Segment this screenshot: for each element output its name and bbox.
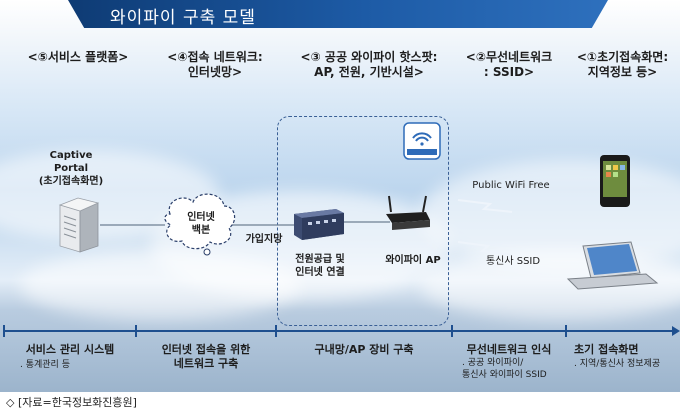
bottom-initial-screen-sub: . 지역/통신사 정보제공 — [574, 359, 661, 369]
laptop-icon — [566, 241, 659, 290]
bottom-initial-screen-title: 초기 접속화면 — [574, 343, 639, 356]
internet-backbone-label: 인터넷 백본 — [187, 212, 215, 236]
power-internet-label: 전원공급 및 인터넷 연결 — [295, 254, 345, 278]
wifi-ap-label: 와이파이 AP — [385, 255, 441, 266]
bottom-access-network-title: 인터넷 접속을 위한 네트워크 구축 — [161, 343, 251, 370]
bottom-service-management-sub: . 통계관리 등 — [20, 360, 70, 370]
bottom-premise-ap-title: 구내망/AP 장비 구축 — [314, 343, 414, 356]
diagram-title: 와이파이 구축 모델 — [110, 8, 256, 28]
internet-backbone-cloud-icon — [164, 193, 236, 256]
wireless-link-1 — [457, 199, 513, 213]
column-header-public-hotspot: <③ 공공 와이파이 핫스팟: AP, 전원, 기반시설> — [300, 50, 438, 79]
smartphone-icon — [600, 155, 630, 207]
column-header-wireless-ssid: <②무선네트워크 : SSID> — [465, 50, 553, 79]
column-header-service-platform: <⑤서비스 플랫폼> — [27, 50, 129, 64]
public-wifi-free-label: Public WiFi Free — [472, 180, 550, 191]
carrier-ssid-label: 통신사 SSID — [485, 256, 541, 267]
diagram-stage: 와이파이 구축 모델 <⑤서비스 플랫폼> <④접속 네트워크: 인터넷망> <… — [0, 0, 680, 392]
captive-portal-label: Captive Portal (초기접속화면) — [38, 150, 104, 187]
wifi-ap-icon — [386, 195, 430, 230]
hotspot-dashed-box — [277, 116, 449, 326]
column-header-access-network: <④접속 네트워크: 인터넷망> — [167, 50, 263, 79]
public-wifi-logo-icon — [403, 122, 441, 160]
source-caption: ◇ [자료=한국정보화진흥원] — [6, 396, 137, 409]
diagram-graphics — [3, 122, 680, 337]
server-icon — [58, 197, 100, 253]
wireless-link-2 — [457, 241, 513, 256]
switch-device-icon — [294, 209, 344, 240]
bottom-service-management-title: 서비스 관리 시스템 — [25, 343, 115, 356]
title-band — [68, 0, 608, 28]
subscriber-network-label: 가입지망 — [245, 234, 283, 245]
bottom-wireless-recognition-sub: . 공공 와이파이/ 통신사 와이파이 SSID — [462, 358, 547, 380]
column-header-initial-screen: <①초기접속화면: 지역정보 등> — [576, 50, 669, 79]
bottom-wireless-recognition-title: 무선네트워크 인식 — [466, 343, 552, 356]
bottom-arrow-bar — [3, 325, 680, 337]
